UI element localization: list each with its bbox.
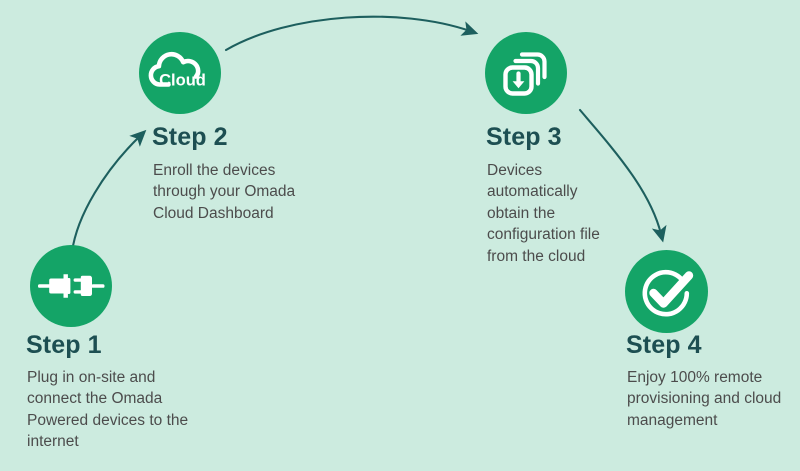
step-1-icon-circle	[30, 245, 112, 327]
download-stacked-files-icon	[503, 52, 547, 96]
step-4-icon-circle	[625, 250, 708, 333]
arrow-1-to-2	[70, 129, 147, 254]
arrow-2-to-3	[224, 15, 479, 52]
step-4-title: Step 4	[626, 331, 702, 359]
check-circle-icon	[642, 269, 694, 317]
step-3-description: Devices automatically obtain the configu…	[487, 162, 600, 265]
step-3-icon-circle	[485, 32, 567, 114]
step-3-title: Step 3	[486, 123, 562, 151]
step-2-description: Enroll the devices through your Omada Cl…	[153, 162, 296, 222]
plug-connector-icon	[38, 274, 105, 298]
step-1-title: Step 1	[26, 331, 102, 359]
cloud-icon-label: Cloud	[159, 72, 206, 90]
step-4-description: Enjoy 100% remote provisioning and cloud…	[627, 369, 782, 429]
step-1-description: Plug in on-site and connect the Omada Po…	[27, 369, 189, 451]
step-2-icon-circle: Cloud	[139, 32, 221, 114]
cloud-icon: Cloud	[148, 51, 206, 90]
step-2-title: Step 2	[152, 123, 228, 151]
